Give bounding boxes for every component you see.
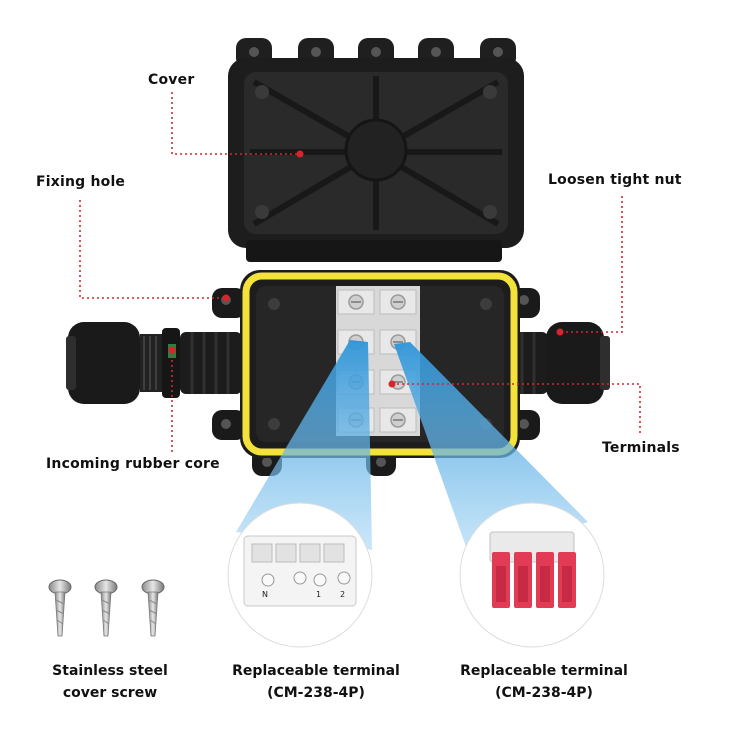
stainless-screws: [48, 579, 165, 637]
cover-lid: [228, 38, 524, 262]
label-loosen-tight-nut: Loosen tight nut: [548, 172, 682, 188]
caption-terminal-a: Replaceable terminal (CM-238-4P): [218, 660, 414, 704]
terminal-mark-n: N: [262, 590, 268, 599]
caption-screws: Stainless steel cover screw: [30, 660, 190, 704]
label-cover: Cover: [148, 72, 195, 88]
screw-3: [141, 579, 165, 637]
screw-1: [48, 579, 72, 637]
label-incoming-rubber-core: Incoming rubber core: [46, 456, 220, 472]
caption-screws-line1: Stainless steel: [52, 663, 168, 679]
screw-2: [94, 579, 118, 637]
callout-lines: [79, 92, 641, 452]
magnifier-red-terminal: [459, 502, 605, 648]
label-fixing-hole: Fixing hole: [36, 174, 126, 190]
terminal-mark-1: 1: [316, 590, 322, 599]
left-cable-gland: [66, 322, 242, 404]
terminal-mark-2: 2: [340, 590, 346, 599]
caption-terminal-b-line1: Replaceable terminal: [460, 663, 628, 679]
right-cable-gland: [512, 322, 610, 404]
caption-terminal-a-line2: (CM-238-4P): [267, 685, 365, 701]
label-terminals: Terminals: [602, 440, 680, 456]
caption-terminal-a-line1: Replaceable terminal: [232, 663, 400, 679]
caption-screws-line2: cover screw: [62, 685, 158, 701]
callout-dots: [168, 150, 564, 388]
caption-terminal-b: Replaceable terminal (CM-238-4P): [446, 660, 642, 704]
magnifier-white-terminal: [227, 502, 373, 648]
caption-terminal-b-line2: (CM-238-4P): [495, 685, 593, 701]
beam-left: [236, 340, 372, 550]
